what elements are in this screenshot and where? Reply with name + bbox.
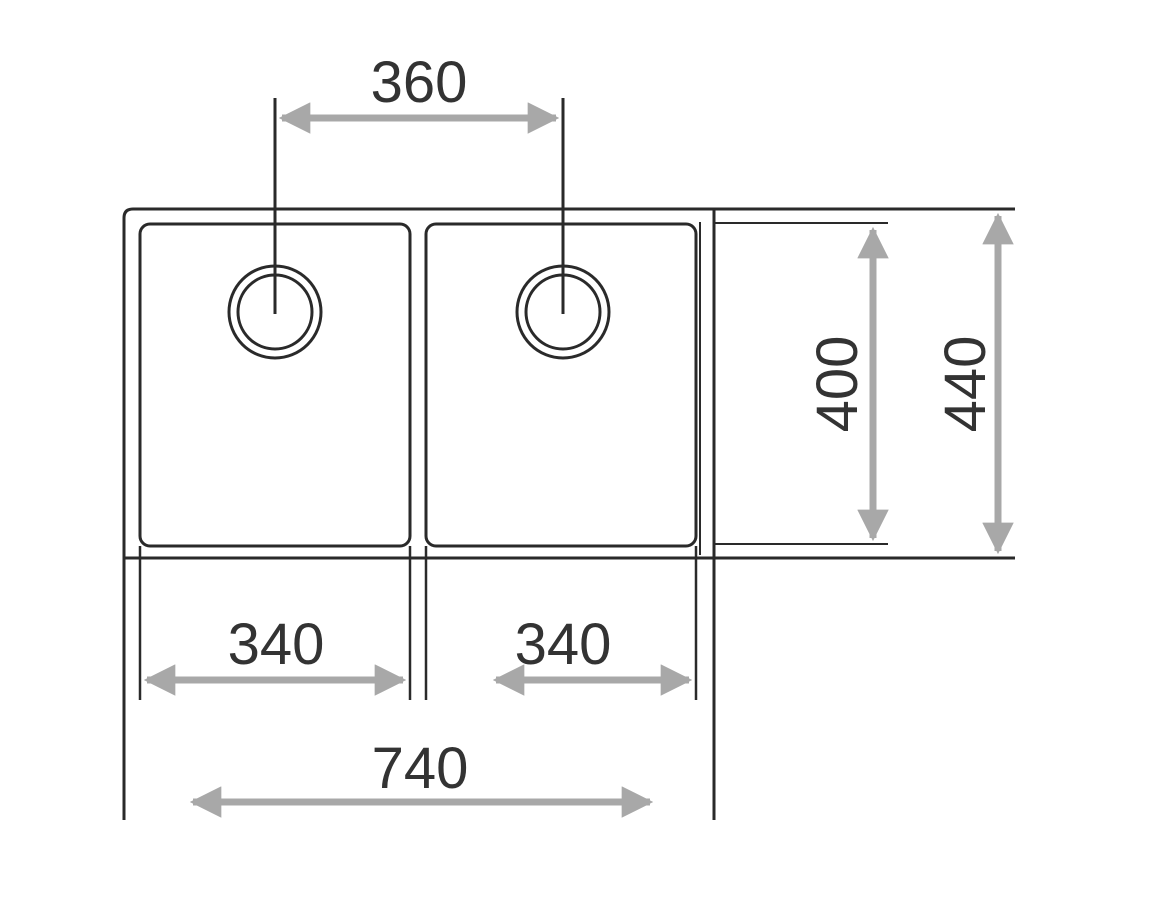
dimension-label-bowl-right-width: 340: [515, 612, 612, 677]
drain-right: [515, 264, 611, 360]
sink-outer-rim: [122, 207, 1015, 820]
dimension-label-bowl-depth: 400: [805, 336, 870, 433]
right-bowl: [424, 222, 698, 548]
dimension-label-overall-depth: 440: [933, 336, 998, 433]
dimension-label-overall-width: 740: [372, 736, 469, 801]
sink-outline: [122, 98, 1015, 820]
dimension-label-bowl-left-width: 340: [228, 612, 325, 677]
drain-left: [227, 264, 323, 360]
dimension-label-drain-spacing: 360: [371, 50, 468, 115]
